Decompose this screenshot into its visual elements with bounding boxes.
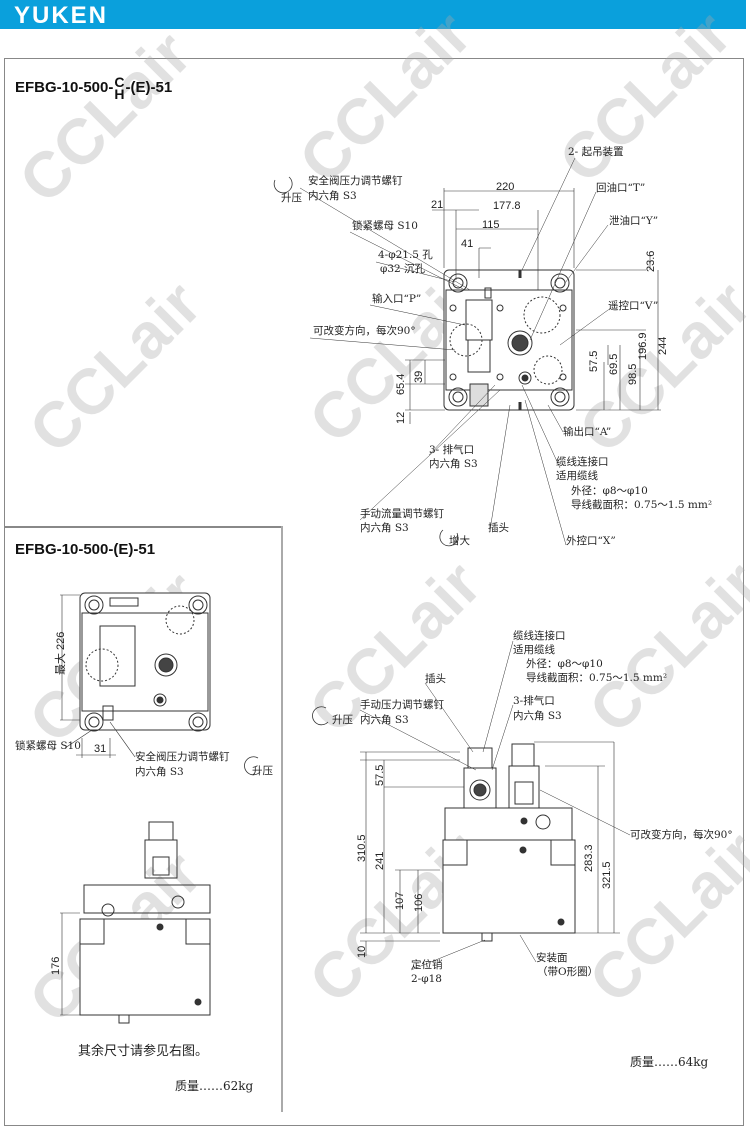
note-see-right: 其余尺寸请参见右图。 xyxy=(78,1044,209,1059)
dim-244: 244 xyxy=(657,336,669,355)
title-suffix: -(E)-51 xyxy=(125,78,173,96)
divider xyxy=(4,526,282,528)
title-variant-h: H xyxy=(114,86,125,102)
dim-57-5: 57.5 xyxy=(588,350,600,372)
mass-label: 质量……62kg xyxy=(175,1079,254,1093)
label-mount: 安装面 xyxy=(536,952,568,964)
dim-69-5: 69.5 xyxy=(608,353,620,375)
dim-241: 241 xyxy=(374,851,386,870)
top-view-drawing xyxy=(273,157,661,547)
label-raise: 升压 xyxy=(281,192,302,204)
model-title: EFBG-10-500-(E)-51 xyxy=(15,541,156,558)
label-remote-port: 遥控口“V” xyxy=(608,300,659,312)
dim-65-4: 65.4 xyxy=(395,373,407,395)
left-front-view-drawing xyxy=(60,821,211,1024)
dim-23-6: 23.6 xyxy=(645,250,657,272)
dim-98-5: 98.5 xyxy=(627,363,639,385)
yuken-logo: YUKEN xyxy=(14,2,109,29)
label-rotatable: 可改变方向，每次90° xyxy=(313,325,416,337)
dim-41: 41 xyxy=(461,238,474,250)
drawing-frame xyxy=(4,58,744,1126)
label-hex: 内六角 S3 xyxy=(360,522,409,534)
dim-176: 176 xyxy=(50,956,62,975)
label-oring: （带O形圈） xyxy=(537,966,599,978)
label-dowel: 定位销 xyxy=(411,959,443,971)
label-cable-od: 外径：φ8～φ10 xyxy=(571,485,648,497)
label-hex: 内六角 S3 xyxy=(135,766,184,778)
label-rotatable: 可改变方向，每次90° xyxy=(630,829,733,841)
label-cable-area: 导线截面积：0.75～1.5 mm² xyxy=(526,672,668,684)
label-inlet-port: 输入口“P” xyxy=(372,293,422,305)
label-cable-port: 缆线连接口 xyxy=(513,630,566,642)
dim-310-5: 310.5 xyxy=(356,834,368,862)
dim-107: 107 xyxy=(394,891,406,910)
dim-57-5: 57.5 xyxy=(374,764,386,786)
dim-283-3: 283.3 xyxy=(583,844,595,872)
dim-106: 106 xyxy=(413,893,425,912)
label-cable-fit: 适用缆线 xyxy=(556,470,598,482)
label-holes: 4-φ21.5 孔 xyxy=(378,249,433,261)
label-cable-port: 缆线连接口 xyxy=(556,456,609,468)
label-ext-port: 外控口“X” xyxy=(566,535,616,547)
label-hex: 内六角 S3 xyxy=(513,710,562,722)
right-front-view-drawing xyxy=(312,640,631,971)
dim-21: 21 xyxy=(431,199,444,211)
label-relief-screw: 安全阀压力调节螺钉 xyxy=(135,751,230,763)
label-dowel-size: 2-φ18 xyxy=(411,973,442,985)
label-lifting: 2- 起吊装置 xyxy=(568,146,624,158)
label-lock-nut: 锁紧螺母 S10 xyxy=(352,220,418,232)
label-hex: 内六角 S3 xyxy=(429,458,478,470)
dim-321-5: 321.5 xyxy=(601,861,613,889)
mass-label: 质量……64kg xyxy=(630,1055,709,1069)
dim-31: 31 xyxy=(94,743,107,755)
label-cable-od: 外径：φ8～φ10 xyxy=(526,658,603,670)
dim-196-9: 196.9 xyxy=(637,332,649,360)
label-hex: 内六角 S3 xyxy=(360,714,409,726)
label-pressure-screw: 手动压力调节螺钉 xyxy=(360,699,444,711)
brand-header: YUKEN xyxy=(0,0,746,29)
left-top-view-drawing xyxy=(60,592,261,776)
label-plug: 插头 xyxy=(425,673,446,685)
dim-39: 39 xyxy=(413,370,425,383)
label-lock-nut: 锁紧螺母 S10 xyxy=(15,740,81,752)
label-plug: 插头 xyxy=(488,522,509,534)
dim-max-226: 最大 226 xyxy=(55,631,67,675)
label-flow-screw: 手动流量调节螺钉 xyxy=(360,508,444,520)
label-counterbore: φ32 沉孔 xyxy=(380,263,426,275)
label-return-port: 回油口“T” xyxy=(596,182,646,194)
dim-177-8: 177.8 xyxy=(493,200,521,212)
label-drain-port: 泄油口“Y” xyxy=(609,215,659,227)
title-prefix: EFBG-10-500- xyxy=(15,78,114,96)
divider xyxy=(281,526,283,1112)
label-outlet-port: 输出口“A” xyxy=(563,426,612,438)
dim-220: 220 xyxy=(496,181,515,193)
label-cable-fit: 适用缆线 xyxy=(513,644,555,656)
label-raise: 升压 xyxy=(252,765,273,777)
label-cable-area: 导线截面积：0.75～1.5 mm² xyxy=(571,499,713,511)
label-vent: 3-排气口 xyxy=(513,695,555,707)
title-variant-c: C xyxy=(114,74,125,90)
label-hex: 内六角 S3 xyxy=(308,190,357,202)
label-raise: 升压 xyxy=(332,714,353,726)
label-relief-screw: 安全阀压力调节螺钉 xyxy=(308,175,403,187)
dim-12: 12 xyxy=(395,411,407,424)
dim-10: 10 xyxy=(356,945,368,958)
label-vent: 3- 排气口 xyxy=(429,444,475,456)
label-increase: 增大 xyxy=(449,535,470,547)
dim-115: 115 xyxy=(482,219,500,231)
